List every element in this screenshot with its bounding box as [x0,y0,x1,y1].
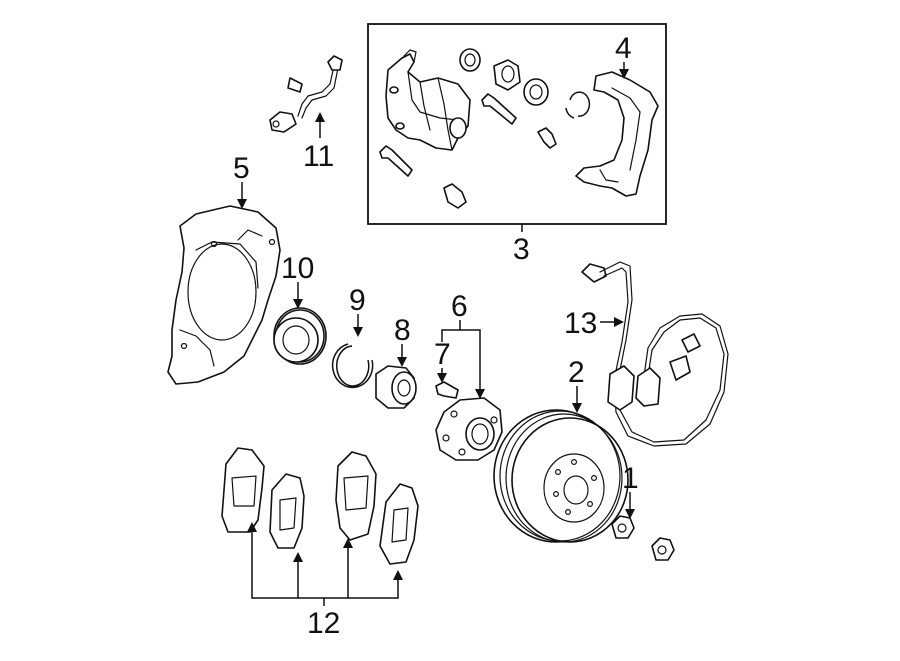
callout-2: 2 [568,356,585,389]
brake-hose [269,55,343,133]
caliper-bolt [379,145,413,177]
snap-ring [565,91,591,119]
callout-3: 3 [513,233,530,266]
brake-pads [221,447,419,565]
callout-8: 8 [394,314,411,347]
snap-ring-9 [331,343,374,389]
callout-11: 11 [303,140,334,173]
seal-ring [459,48,481,72]
wheel-stud [435,381,459,399]
hub-nut [611,515,675,561]
leader-lines [237,62,635,606]
bleeder-screw [537,127,557,149]
dust-boot [493,59,521,91]
splash-shield [167,205,281,385]
callout-4: 4 [615,32,632,65]
caliper-bracket [575,71,659,197]
caliper-kit-group [367,23,667,225]
wheel-hub [435,397,503,461]
slide-pin [481,93,517,125]
guide-bushing [443,183,467,209]
abs-sensor [581,261,729,447]
callout-6: 6 [451,290,468,323]
callout-9: 9 [349,284,366,317]
piston [523,78,549,106]
hub-bearing [375,365,417,409]
wheel-bearing [273,307,327,365]
callout-10: 10 [281,252,314,285]
callout-12: 12 [307,607,340,640]
callout-1: 1 [622,462,639,495]
callout-7: 7 [434,338,451,371]
callout-13: 13 [564,307,597,340]
callout-5: 5 [233,152,250,185]
brake-rotor [493,409,629,543]
caliper-kit-box [367,23,667,225]
